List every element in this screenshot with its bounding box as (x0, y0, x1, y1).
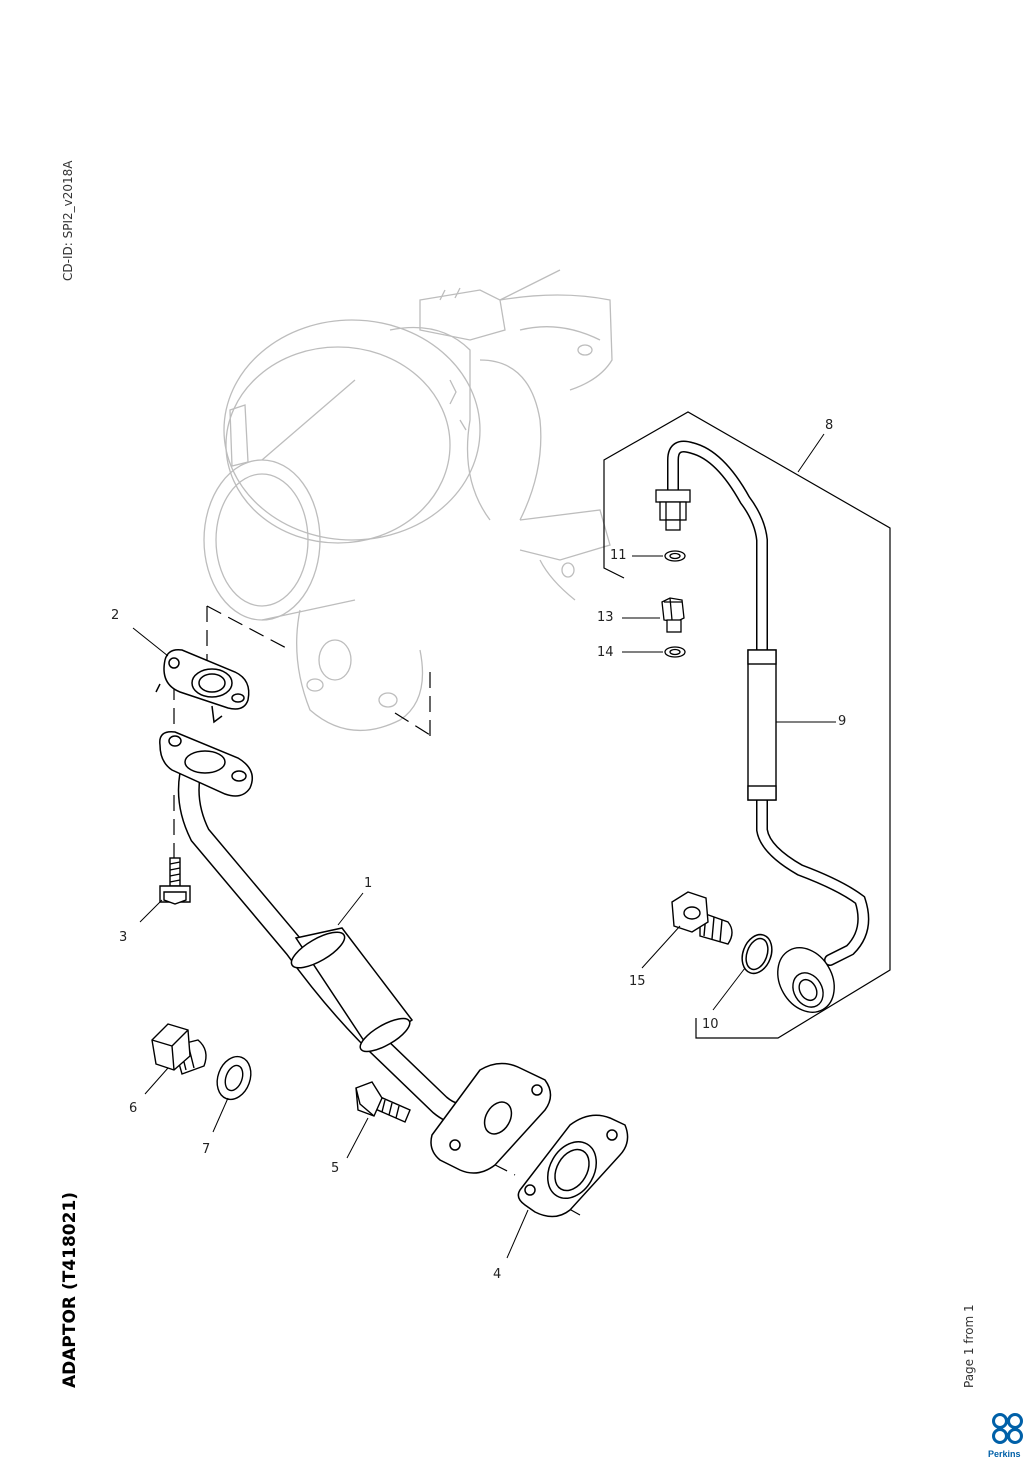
callout-9: 9 (838, 714, 847, 729)
part-13-adaptor (661, 597, 685, 633)
callout-7: 7 (202, 1142, 211, 1157)
callout-5: 5 (331, 1161, 340, 1176)
callout-3: 3 (119, 930, 128, 945)
callout-4: 4 (493, 1267, 502, 1282)
part-10-o-ring (741, 933, 773, 975)
cd-id-label: CD-ID: SPI2_v2018A (61, 160, 75, 281)
part-7-washer (216, 1055, 252, 1101)
part-14-washer (664, 646, 686, 658)
callout-1: 1 (364, 876, 373, 891)
callout-14: 14 (597, 645, 614, 660)
part-6-plug (151, 1023, 207, 1075)
group-8-bracket (603, 411, 891, 1039)
part-8-feed-pipe (655, 440, 870, 1013)
callout-13: 13 (597, 610, 614, 625)
callout-11: 11 (610, 548, 627, 563)
callout-15: 15 (629, 974, 646, 989)
turbocharger-ghost (203, 269, 613, 731)
callout-6: 6 (129, 1101, 138, 1116)
part-2-gasket (155, 648, 250, 724)
brand-label: Perkins (988, 1449, 1021, 1459)
callout-10: 10 (702, 1017, 719, 1032)
part-15-banjo-bolt (671, 891, 733, 945)
part-11-washer (664, 550, 686, 562)
part-3-flange-bolt (159, 857, 191, 905)
callout-8: 8 (825, 418, 834, 433)
part-1-drain-pipe (159, 731, 552, 1174)
callout-2: 2 (111, 608, 120, 623)
page-title: ADAPTOR (T418021) (60, 1191, 80, 1388)
perkins-logo-icon (992, 1413, 1023, 1444)
leader-lines (132, 433, 836, 1259)
part-9-hose (747, 649, 777, 801)
part-5-flange-bolt (355, 1081, 411, 1123)
part-4-gasket (517, 1114, 629, 1218)
page-number: Page 1 from 1 (962, 1304, 976, 1388)
